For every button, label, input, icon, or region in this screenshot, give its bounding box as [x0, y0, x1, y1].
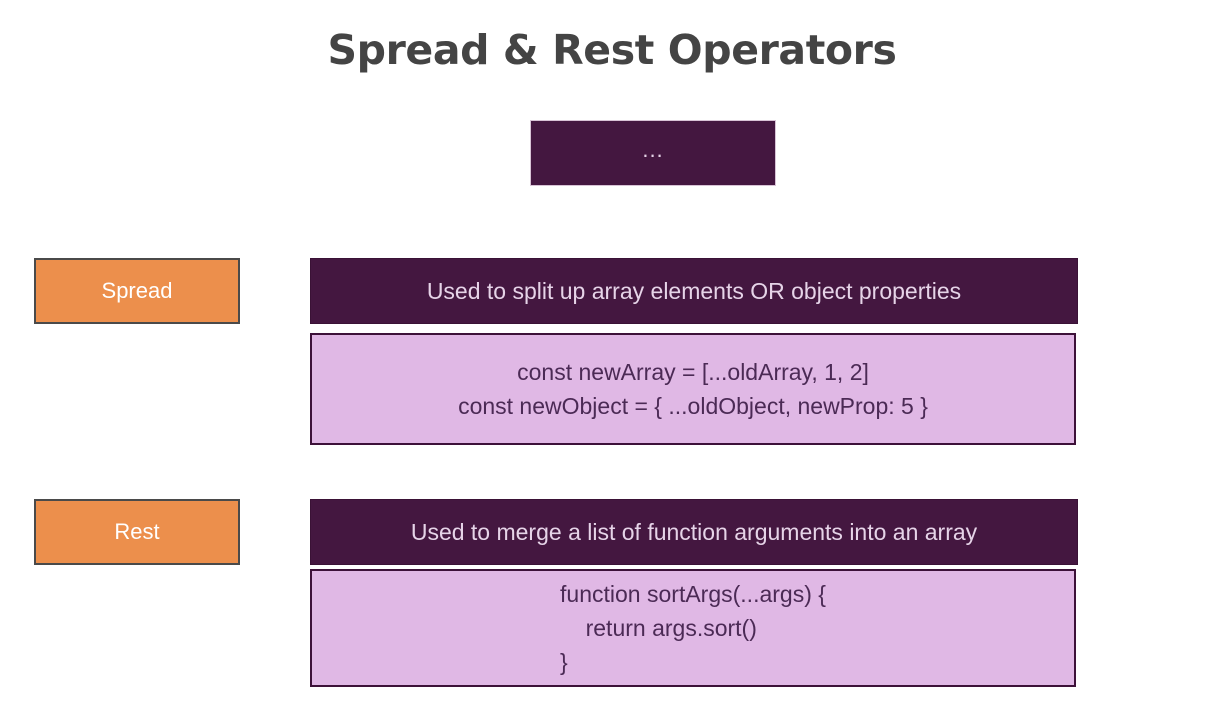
- code-panel-rest: function sortArgs(...args) { return args…: [310, 569, 1076, 687]
- label-chip-spread-text: Spread: [101, 278, 173, 303]
- code-line: const newArray = [...oldArray, 1, 2]: [517, 358, 869, 385]
- description-bar-rest-text: Used to merge a list of function argumen…: [410, 518, 978, 545]
- label-chip-spread: Spread: [34, 258, 240, 324]
- description-bar-spread: Used to split up array elements OR objec…: [310, 258, 1078, 324]
- code-line: const newObject = { ...oldObject, newPro…: [458, 393, 928, 419]
- label-chip-rest: Rest: [34, 499, 240, 565]
- code-line: return args.sort(): [560, 614, 757, 641]
- code-line: }: [560, 649, 568, 676]
- description-bar-rest: Used to merge a list of function argumen…: [310, 499, 1078, 565]
- code-line: function sortArgs(...args) {: [560, 580, 826, 607]
- operator-token-box: ...: [530, 120, 776, 186]
- code-block-rest: function sortArgs(...args) { return args…: [560, 577, 826, 679]
- operator-token-symbol: ...: [642, 137, 664, 162]
- code-panel-spread: const newArray = [...oldArray, 1, 2] con…: [310, 333, 1076, 445]
- description-bar-spread-text: Used to split up array elements OR objec…: [426, 277, 962, 304]
- page-title: Spread & Rest Operators: [327, 26, 897, 74]
- label-chip-rest-text: Rest: [114, 519, 160, 544]
